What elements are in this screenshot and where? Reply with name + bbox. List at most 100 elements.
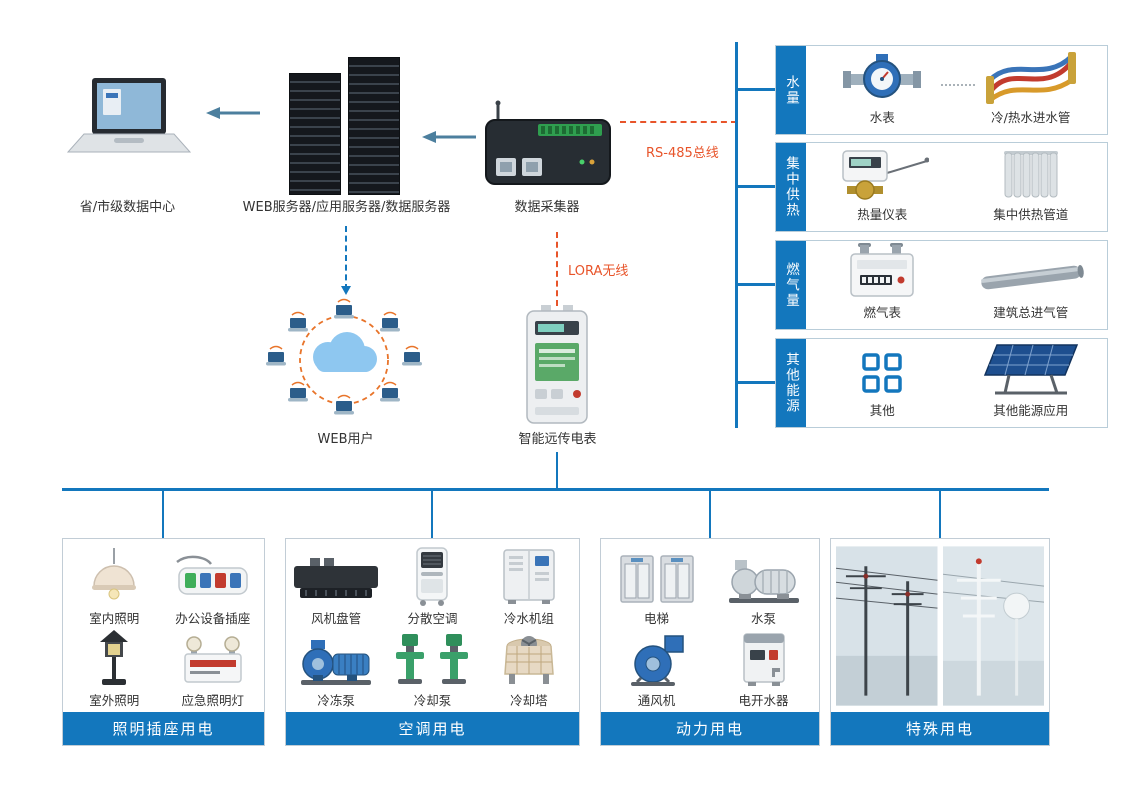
item-label: 其他能源应用 bbox=[993, 403, 1069, 418]
rs485-bus-line bbox=[620, 121, 737, 123]
rs485-label: RS-485总线 bbox=[646, 146, 719, 161]
item-label: 其他 bbox=[869, 403, 895, 418]
water-pump-icon bbox=[728, 559, 799, 603]
web-users-label: WEB用户 bbox=[317, 432, 374, 447]
item-other: 其他 bbox=[812, 343, 952, 425]
cooling-water-pump-icon bbox=[396, 634, 469, 685]
group-title-hvac: 空调用电 bbox=[286, 712, 579, 745]
gas-pipe-icon bbox=[980, 264, 1084, 290]
item-label: 冷水机组 bbox=[503, 610, 554, 626]
branch-stub-other bbox=[737, 381, 775, 384]
group-tab-heating: 集中供热 bbox=[776, 143, 806, 231]
power-transmission-photo bbox=[836, 545, 938, 706]
solar-panel-icon bbox=[983, 344, 1078, 395]
group-content: 燃气表 建筑总进气管 bbox=[806, 241, 1107, 329]
lora-label: LORA无线 bbox=[568, 264, 629, 279]
item-ventilation-fan: 通风机 bbox=[621, 628, 693, 709]
group-tab-water: 水量 bbox=[776, 46, 806, 134]
gas-meter-icon bbox=[850, 243, 914, 297]
group-content: 热量仪表 集中供热管道 bbox=[806, 143, 1107, 231]
collector-label: 数据采集器 bbox=[514, 200, 580, 215]
right-trunk-line bbox=[735, 42, 738, 428]
item-label: 热量仪表 bbox=[857, 207, 908, 222]
group-title-lighting: 照明插座用电 bbox=[63, 712, 264, 745]
load-group-power: 电梯 水泵 bbox=[600, 538, 820, 746]
group-tab-other: 其他能源 bbox=[776, 339, 806, 427]
water-meter-icon bbox=[843, 54, 922, 98]
item-elevator: 电梯 bbox=[615, 546, 699, 627]
group-tab-gas: 燃气量 bbox=[776, 241, 806, 329]
datacenter-label: 省/市级数据中心 bbox=[79, 200, 176, 215]
load-group-lighting: 室内照明 办公设备插座 bbox=[62, 538, 265, 746]
item-cooling-tower: 冷却塔 bbox=[497, 628, 561, 709]
item-fan-coil: 风机盘管 bbox=[290, 546, 382, 627]
item-label: 冷冻泵 bbox=[317, 693, 355, 709]
smart-meter-label: 智能远传电表 bbox=[518, 432, 597, 447]
item-outdoor-lighting: 室外照明 bbox=[88, 628, 140, 709]
cooling-tower-icon bbox=[504, 636, 554, 685]
item-label: 冷却泵 bbox=[413, 693, 452, 709]
group-content bbox=[831, 539, 1049, 712]
group-title-special: 特殊用电 bbox=[831, 712, 1049, 745]
ventilation-fan-icon bbox=[630, 635, 684, 687]
item-chilled-water-pump: 冷冻泵 bbox=[295, 628, 377, 709]
item-label: 水表 bbox=[869, 110, 895, 125]
server-to-webusers-arrow bbox=[341, 226, 351, 295]
arrow-server-to-datacenter-icon bbox=[206, 107, 260, 119]
energy-group-gas: 燃气量 bbox=[775, 240, 1108, 330]
data-collector-icon bbox=[485, 100, 611, 185]
chilled-water-pump-icon bbox=[301, 640, 372, 686]
item-label: 电开水器 bbox=[738, 693, 789, 709]
item-heat-meter: 热量仪表 bbox=[812, 147, 952, 229]
power-monitoring-photo bbox=[942, 545, 1044, 706]
branch-power-line bbox=[709, 491, 711, 538]
item-office-socket: 办公设备插座 bbox=[171, 546, 255, 627]
item-gas-pipe: 建筑总进气管 bbox=[961, 245, 1101, 327]
item-label: 分散空调 bbox=[407, 610, 458, 626]
server-tower bbox=[348, 57, 400, 195]
item-label: 室外照明 bbox=[89, 693, 140, 709]
item-label: 水泵 bbox=[750, 610, 776, 626]
item-label: 电梯 bbox=[643, 610, 669, 626]
energy-group-other: 其他能源 其他 bbox=[775, 338, 1108, 428]
item-radiator: 集中供热管道 bbox=[961, 147, 1101, 229]
lora-line bbox=[556, 232, 558, 306]
item-water-hoses: 冷/热水进水管 bbox=[961, 50, 1101, 132]
item-electric-water-boiler: 电开水器 bbox=[736, 628, 792, 709]
group-title-power: 动力用电 bbox=[601, 712, 819, 745]
laptop-icon bbox=[66, 78, 192, 153]
meter-to-bus-line bbox=[556, 452, 558, 488]
item-label: 室内照明 bbox=[89, 610, 140, 626]
bottom-bus-line bbox=[62, 488, 1049, 491]
group-content: 水表 冷/热水进水管 bbox=[806, 46, 1107, 134]
item-water-meter: 水表 bbox=[812, 50, 952, 132]
item-label: 燃气表 bbox=[863, 305, 901, 320]
item-gas-meter: 燃气表 bbox=[812, 243, 952, 327]
energy-group-water: 水量 水表 bbox=[775, 45, 1108, 135]
other-squares-icon bbox=[862, 353, 902, 393]
item-cooling-water-pump: 冷却泵 bbox=[390, 628, 474, 709]
item-label: 建筑总进气管 bbox=[993, 305, 1069, 320]
arrow-collector-to-server-icon bbox=[422, 131, 476, 143]
branch-lighting-line bbox=[162, 491, 164, 538]
group-content: 其他 其他能源应用 bbox=[806, 339, 1107, 427]
server-rack-icon bbox=[289, 57, 400, 195]
load-group-special: 特殊用电 bbox=[830, 538, 1050, 746]
fan-coil-icon bbox=[294, 557, 379, 598]
group-content: 电梯 水泵 bbox=[601, 539, 819, 712]
item-label: 冷/热水进水管 bbox=[991, 110, 1071, 125]
electric-water-boiler-icon bbox=[742, 633, 785, 687]
item-label: 应急照明灯 bbox=[181, 693, 244, 709]
server-tower bbox=[289, 73, 341, 195]
branch-stub-gas bbox=[737, 283, 775, 286]
group-content: 室内照明 办公设备插座 bbox=[63, 539, 264, 712]
portable-ac-icon bbox=[416, 547, 449, 606]
item-solar: 其他能源应用 bbox=[961, 343, 1101, 425]
radiator-icon bbox=[1003, 151, 1058, 198]
item-label: 冷却塔 bbox=[510, 693, 548, 709]
branch-special-line bbox=[939, 491, 941, 538]
heat-meter-icon bbox=[842, 150, 930, 200]
item-emergency-light: 应急照明灯 bbox=[177, 628, 249, 709]
item-label: 风机盘管 bbox=[311, 610, 362, 626]
